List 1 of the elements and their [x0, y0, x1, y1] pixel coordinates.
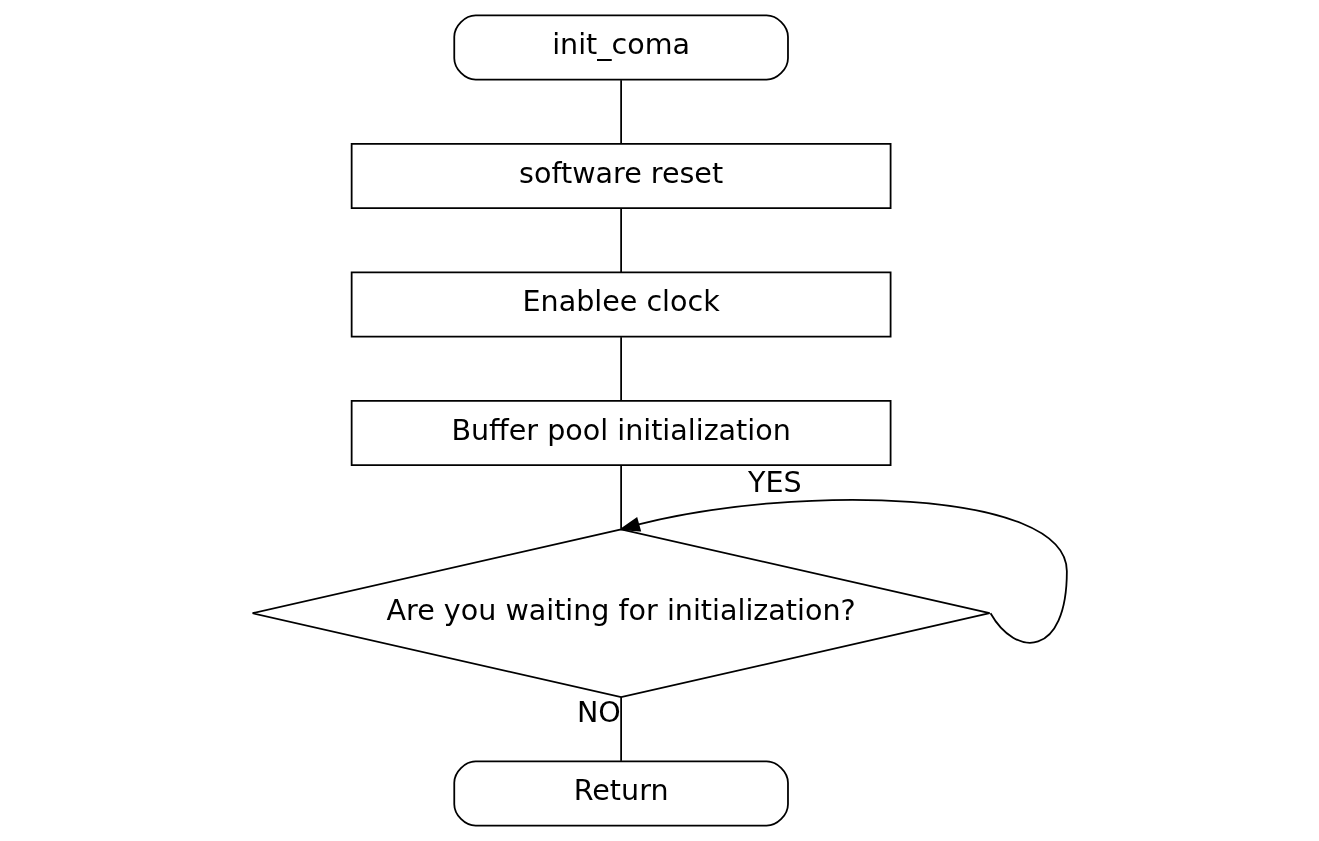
- edge-label: YES: [748, 464, 802, 499]
